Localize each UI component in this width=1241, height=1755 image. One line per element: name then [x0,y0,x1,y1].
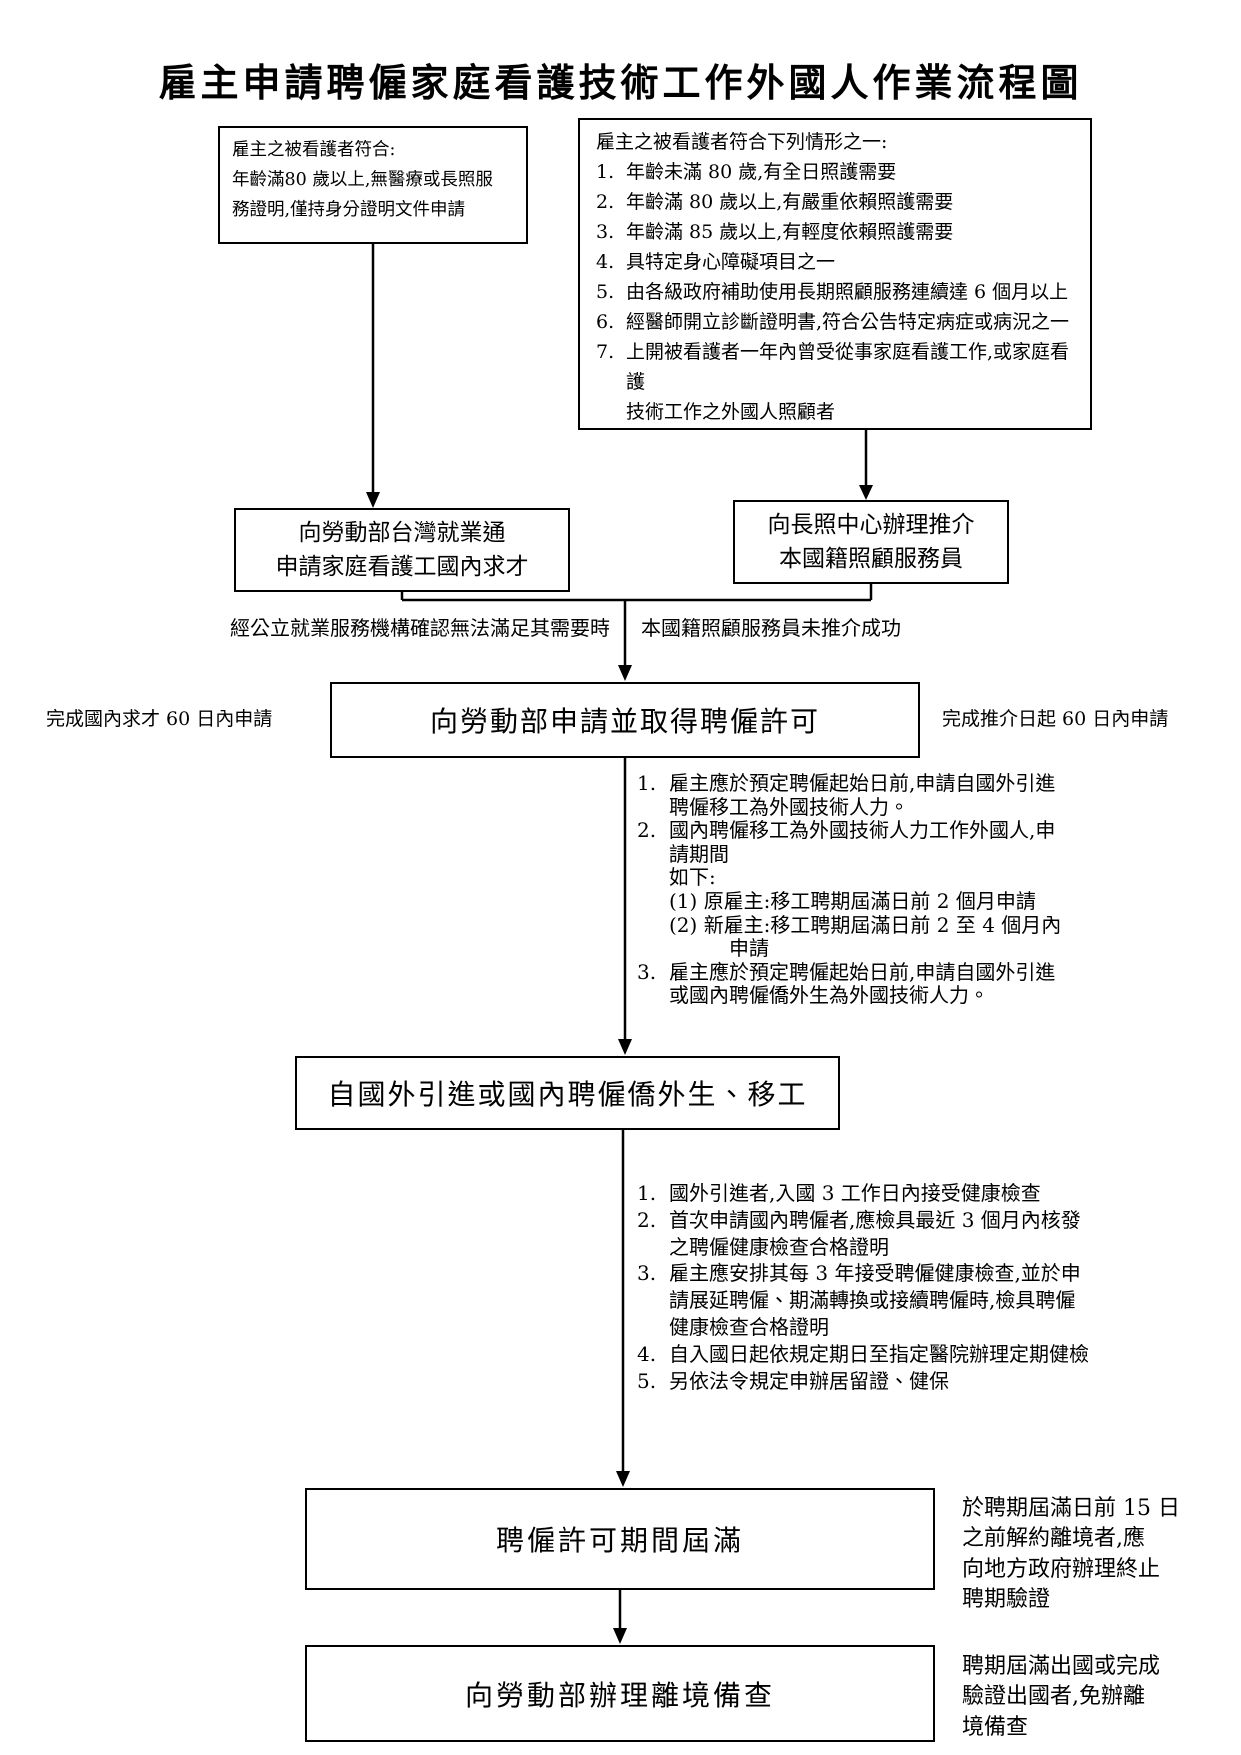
arrow-simple-to-recruit-head [366,492,380,508]
health-note-item: 2. 首次申請國內聘僱者,應檢具最近 3 個月內核發 之聘僱健康檢查合格證明 [637,1207,1165,1261]
condition-item: 1. 年齡未滿 80 歲,有全日照護需要 [596,157,1080,187]
note-text: 雇主應於預定聘僱起始日前,申請自國外引進 或國內聘僱僑外生為外國技術人力。 [669,959,1056,1008]
application-note-item: 3. 雇主應於預定聘僱起始日前,申請自國外引進 或國內聘僱僑外生為外國技術人力。 [637,959,1129,1008]
condition-marker: 4. [596,251,615,274]
condition-item: 3. 年齡滿 85 歲以上,有輕度依賴照護需要 [596,217,1080,247]
condition-marker: 6. [596,311,615,334]
note-marker: 3. [637,1261,657,1286]
note-text: 雇主應安排其每 3 年接受聘僱健康檢查,並於申 請展延聘僱、期滿轉換或接續聘僱時… [669,1261,1081,1339]
health-check-notes: 1. 國外引進者,入國 3 工作日內接受健康檢查 2. 首次申請國內聘僱者,應檢… [637,1180,1165,1394]
health-note-item: 1. 國外引進者,入國 3 工作日內接受健康檢查 [637,1180,1165,1207]
permit-left-deadline-note: 完成國內求才 60 日內申請 [46,708,273,730]
application-notes: 1. 雇主應於預定聘僱起始日前,申請自國外引進 聘僱移工為外國技術人力。 2. … [637,771,1129,1008]
arrow-conditions-to-referral-head [859,485,873,500]
simple-condition-body: 年齡滿80 歲以上,無醫療或長照服 務證明,僅持身分證明文件申請 [232,169,493,220]
health-note-item: 3. 雇主應安排其每 3 年接受聘僱健康檢查,並於申 請展延聘僱、期滿轉換或接續… [637,1260,1165,1340]
condition-text: 上開被看護者一年內曾受從事家庭看護工作,或家庭看護 技術工作之外國人照顧者 [626,341,1070,424]
condition-text: 經醫師開立診斷證明書,符合公告特定病症或病況之一 [626,311,1070,334]
condition-marker: 1. [596,161,615,184]
multi-condition-heading: 雇主之被看護者符合下列情形之一: [596,131,888,153]
referral-fail-label: 本國籍照顧服務員未推介成功 [641,616,901,640]
permit-box: 向勞動部申請並取得聘僱許可 [330,682,920,758]
health-note-item: 5. 另依法令規定申辦居留證、健保 [637,1368,1165,1395]
health-note-item: 4. 自入國日起依規定期日至指定醫院辦理定期健檢 [637,1341,1165,1368]
condition-text: 年齡滿 85 歲以上,有輕度依賴照護需要 [626,221,954,244]
note-marker: 3. [637,959,657,984]
condition-item: 2. 年齡滿 80 歲以上,有嚴重依賴照護需要 [596,187,1080,217]
note-text: 雇主應於預定聘僱起始日前,申請自國外引進 聘僱移工為外國技術人力。 [669,771,1056,819]
arrow-entry-to-expiry-head [616,1471,630,1487]
condition-marker: 2. [596,191,615,214]
departure-side-note: 聘期屆滿出國或完成 驗證出國者,免辦離 境備查 [962,1654,1161,1740]
condition-item: 7. 上開被看護者一年內曾受從事家庭看護工作,或家庭看護 技術工作之外國人照顧者 [596,337,1080,427]
simple-condition-heading: 雇主之被看護者符合: [232,140,396,160]
condition-marker: 7. [596,341,615,364]
condition-text: 具特定身心障礙項目之一 [626,251,836,274]
note-text: 國內聘僱移工為外國技術人力工作外國人,申 請期間 如下: (1) 原雇主:移工聘… [669,818,1062,961]
page-title: 雇主申請聘僱家庭看護技術工作外國人作業流程圖 [158,60,1083,105]
note-text: 另依法令規定申辦居留證、健保 [669,1368,949,1393]
condition-text: 由各級政府補助使用長期照顧服務連續達 6 個月以上 [626,281,1069,304]
entry-hiring-box: 自國外引進或國內聘僱僑外生、移工 [295,1056,840,1130]
simple-condition-box: 雇主之被看護者符合: 年齡滿80 歲以上,無醫療或長照服 務證明,僅持身分證明文… [218,126,528,244]
note-text: 自入國日起依規定期日至指定醫院辦理定期健檢 [669,1341,1089,1366]
condition-item: 6. 經醫師開立診斷證明書,符合公告特定病症或病況之一 [596,307,1080,337]
arrow-expiry-to-departure-head [613,1628,627,1644]
note-text: 國外引進者,入國 3 工作日內接受健康檢查 [669,1181,1041,1205]
expiry-side-note: 於聘期屆滿日前 15 日 之前解約離境者,應 向地方政府辦理終止 聘期驗證 [962,1496,1180,1613]
recruit-fail-label: 經公立就業服務機構確認無法滿足其需要時 [230,616,610,640]
note-marker: 1. [637,1181,657,1205]
note-text: 首次申請國內聘僱者,應檢具最近 3 個月內核發 之聘僱健康檢查合格證明 [669,1207,1081,1259]
note-marker: 1. [637,771,657,795]
multi-condition-box: 雇主之被看護者符合下列情形之一: 1. 年齡未滿 80 歲,有全日照護需要 2.… [578,118,1092,430]
domestic-recruitment-box: 向勞動部台灣就業通 申請家庭看護工國內求才 [234,508,570,592]
condition-marker: 5. [596,281,615,304]
arrow-merge-to-permit-head [618,665,632,681]
note-marker: 2. [637,1207,657,1232]
condition-item: 4. 具特定身心障礙項目之一 [596,247,1080,277]
condition-text: 年齡滿 80 歲以上,有嚴重依賴照護需要 [626,191,954,214]
application-note-item: 2. 國內聘僱移工為外國技術人力工作外國人,申 請期間 如下: (1) 原雇主:… [637,818,1129,961]
note-marker: 4. [637,1341,657,1366]
permit-expiry-box: 聘僱許可期間屆滿 [305,1488,935,1590]
condition-marker: 3. [596,221,615,244]
condition-text: 年齡未滿 80 歲,有全日照護需要 [626,161,897,184]
note-marker: 5. [637,1368,657,1393]
departure-registration-box: 向勞動部辦理離境備查 [305,1645,935,1742]
condition-item: 5. 由各級政府補助使用長期照顧服務連續達 6 個月以上 [596,277,1080,307]
arrow-permit-to-entry-head [618,1039,632,1055]
note-marker: 2. [637,818,657,843]
ltc-referral-box: 向長照中心辦理推介 本國籍照顧服務員 [733,500,1009,584]
application-note-item: 1. 雇主應於預定聘僱起始日前,申請自國外引進 聘僱移工為外國技術人力。 [637,771,1129,819]
permit-right-deadline-note: 完成推介日起 60 日內申請 [942,708,1169,730]
